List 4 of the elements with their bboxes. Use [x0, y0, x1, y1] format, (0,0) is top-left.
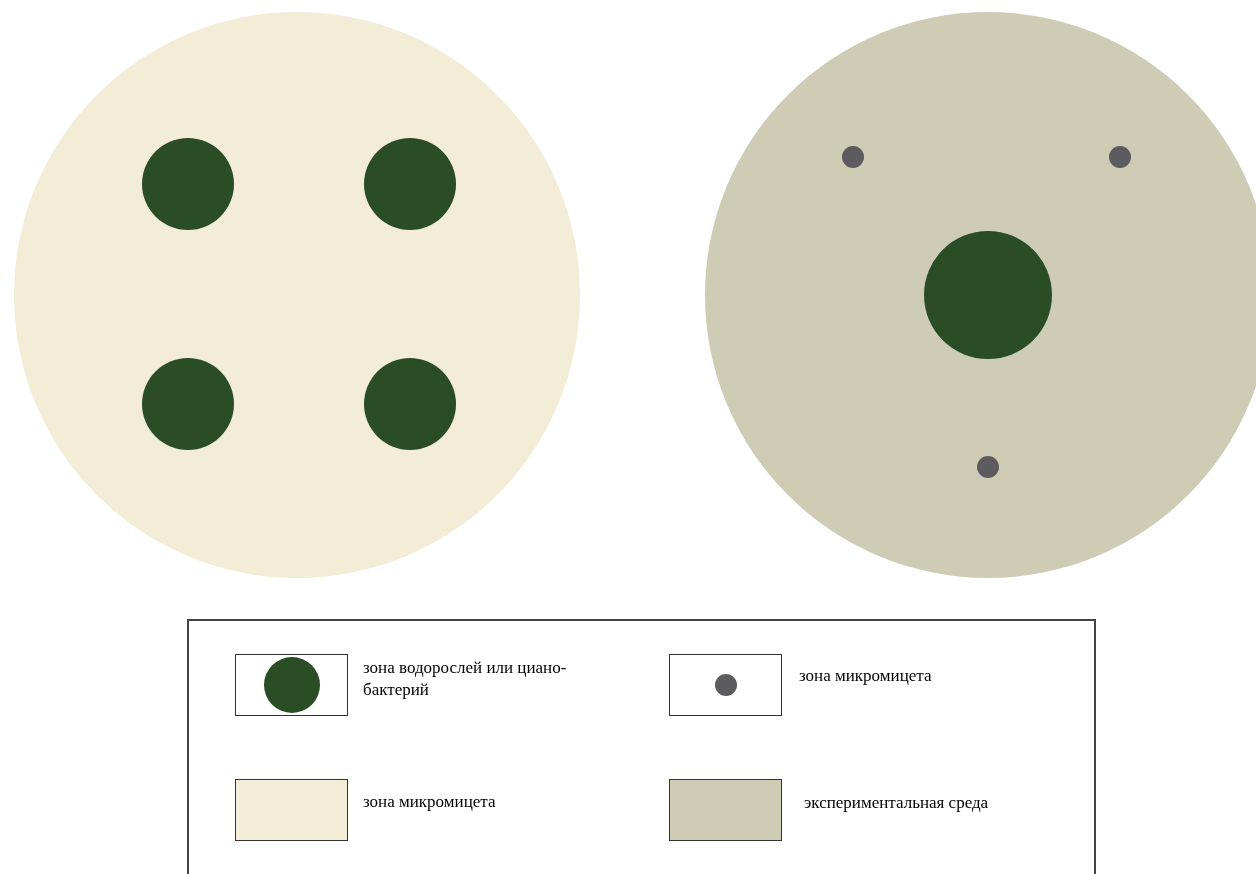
legend-label: зона водорослей или циано-бактерий [363, 657, 568, 701]
legend-label: зона микромицета [799, 665, 933, 687]
legend-label: экспериментальная среда [804, 792, 990, 814]
legend-label: зона микромицета [363, 791, 497, 813]
